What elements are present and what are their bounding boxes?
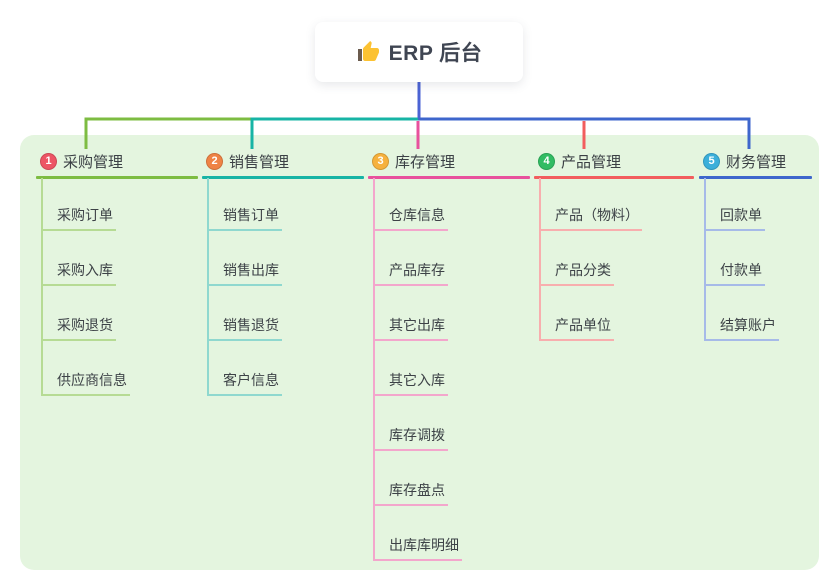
branch-1-children-connector xyxy=(41,178,43,396)
leaf-node[interactable]: 采购订单 xyxy=(41,205,116,231)
priority-badge-icon: 4 xyxy=(538,152,555,170)
priority-badge-icon: 2 xyxy=(206,152,223,170)
leaf-node[interactable]: 库存调拨 xyxy=(373,425,448,451)
branch-5-node[interactable]: 5 财务管理 xyxy=(703,149,786,173)
branch-1-node[interactable]: 1 采购管理 xyxy=(40,149,123,173)
leaf-node[interactable]: 回款单 xyxy=(704,205,765,231)
leaf-node[interactable]: 产品单位 xyxy=(539,315,614,341)
leaf-node[interactable]: 销售订单 xyxy=(207,205,282,231)
branch-4-children-connector xyxy=(539,178,541,341)
branch-1-underline xyxy=(36,176,198,179)
priority-badge-icon: 1 xyxy=(40,152,57,170)
branch-2-node[interactable]: 2 销售管理 xyxy=(206,149,289,173)
branch-5-underline xyxy=(699,176,812,179)
leaf-node[interactable]: 采购入库 xyxy=(41,260,116,286)
leaf-node[interactable]: 付款单 xyxy=(704,260,765,286)
branch-3-underline xyxy=(368,176,530,179)
leaf-node[interactable]: 结算账户 xyxy=(704,315,779,341)
leaf-node[interactable]: 库存盘点 xyxy=(373,480,448,506)
leaf-node[interactable]: 产品库存 xyxy=(373,260,448,286)
mindmap-canvas xyxy=(20,135,819,570)
branch-4-label: 产品管理 xyxy=(561,153,622,171)
leaf-node[interactable]: 产品（物料） xyxy=(539,205,642,231)
leaf-node[interactable]: 其它入库 xyxy=(373,370,448,396)
branch-3-label: 库存管理 xyxy=(395,153,456,171)
priority-badge-icon: 3 xyxy=(372,152,389,170)
branch-2-children-connector xyxy=(207,178,209,396)
branch-5-children-connector xyxy=(704,178,706,341)
thumbs-up-icon xyxy=(357,41,379,61)
leaf-node[interactable]: 客户信息 xyxy=(207,370,282,396)
branch-2-underline xyxy=(202,176,364,179)
leaf-node[interactable]: 供应商信息 xyxy=(41,370,130,396)
root-node-erp[interactable]: ERP 后台 xyxy=(315,22,523,82)
leaf-node[interactable]: 销售出库 xyxy=(207,260,282,286)
branch-3-node[interactable]: 3 库存管理 xyxy=(372,149,455,173)
branch-2-label: 销售管理 xyxy=(229,153,290,171)
branch-5-label: 财务管理 xyxy=(726,153,787,171)
leaf-node[interactable]: 产品分类 xyxy=(539,260,614,286)
branch-1-label: 采购管理 xyxy=(63,153,124,171)
priority-badge-icon: 5 xyxy=(703,152,720,170)
leaf-node[interactable]: 仓库信息 xyxy=(373,205,448,231)
branch-4-underline xyxy=(534,176,694,179)
leaf-node[interactable]: 销售退货 xyxy=(207,315,282,341)
root-title: ERP 后台 xyxy=(388,42,483,65)
leaf-node[interactable]: 采购退货 xyxy=(41,315,116,341)
branch-3-children-connector xyxy=(373,178,375,561)
branch-4-node[interactable]: 4 产品管理 xyxy=(538,149,621,173)
leaf-node[interactable]: 其它出库 xyxy=(373,315,448,341)
leaf-node[interactable]: 出库库明细 xyxy=(373,535,462,561)
